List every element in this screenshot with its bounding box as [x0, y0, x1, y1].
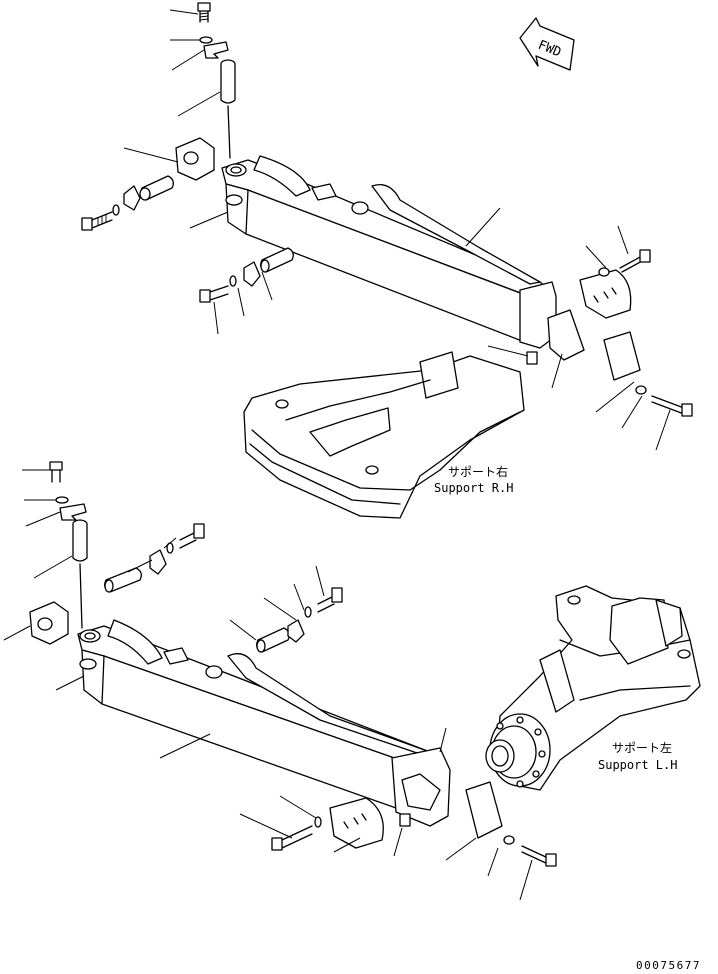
upper-top-bolt: [197, 2, 211, 23]
upper-bracket-bolt-lower: [651, 395, 693, 417]
upper-middle-pin: [260, 247, 294, 273]
support-left-label-jp: サポート左: [612, 740, 672, 755]
lower-top-plate: [59, 503, 87, 521]
upper-front-pin: [139, 175, 174, 201]
lower-bracket-bolt: [271, 825, 313, 851]
upper-bracket-base: [547, 309, 585, 361]
upper-spacer-block: [175, 137, 215, 181]
lower-bracket-cap: [329, 797, 384, 849]
lower-clamp-washer: [503, 835, 515, 845]
upper-top-washer: [199, 36, 213, 44]
forward-arrow-icon: FWD: [519, 17, 575, 71]
upper-front-bolt: [81, 211, 113, 231]
support-right-label-jp: サポート右: [448, 464, 508, 479]
upper-front-clip: [123, 185, 141, 211]
upper-middle-clip: [243, 261, 261, 287]
support-right-casting: [243, 351, 525, 519]
lower-top-washer: [55, 496, 69, 504]
lower-middle-clip: [287, 619, 305, 643]
upper-bracket-clamp: [603, 331, 641, 381]
upper-bracket-bolt-top: [619, 249, 651, 273]
upper-main-beam: [221, 155, 557, 365]
lower-clamp-bolt: [521, 845, 557, 867]
support-left-flange: [485, 713, 551, 788]
lower-front-clip: [149, 549, 167, 575]
lower-middle-bolt: [317, 587, 343, 613]
support-left-casting: [485, 585, 701, 791]
lower-front-bolt: [179, 523, 205, 549]
lower-bracket-clamp: [465, 781, 503, 839]
lower-middle-washer: [304, 606, 312, 618]
lower-bracket-washer: [314, 816, 322, 828]
drawing-number: 00075677: [636, 959, 701, 972]
upper-middle-washer: [229, 275, 237, 287]
lower-frame-assembly: [3, 461, 557, 901]
upper-bracket-washer: [598, 267, 610, 277]
support-left-label-en: Support L.H: [598, 758, 677, 772]
lower-spacer-block: [29, 601, 69, 645]
lower-vertical-pin: [72, 519, 88, 629]
lower-middle-pin: [256, 627, 290, 653]
lower-front-pin: [104, 567, 142, 593]
lower-top-bolt: [49, 461, 63, 483]
upper-middle-bolt: [199, 285, 229, 303]
upper-vertical-pin: [220, 59, 236, 159]
upper-frame-assembly: [81, 2, 693, 451]
upper-bracket-cap: [579, 269, 632, 319]
lower-main-beam: [77, 619, 451, 827]
upper-front-washer: [112, 204, 120, 216]
support-right-label-en: Support R.H: [434, 481, 513, 495]
upper-bracket-washer-lower: [635, 385, 647, 395]
upper-top-plate: [203, 41, 229, 59]
